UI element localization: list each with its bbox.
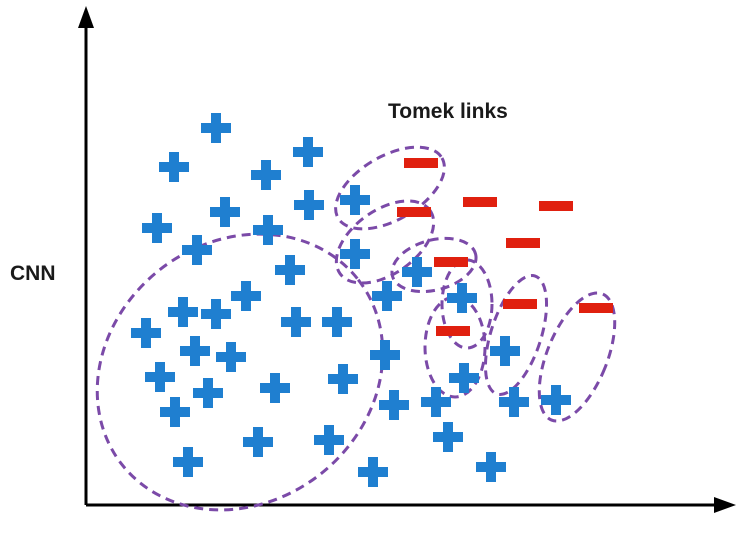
plus-marker	[490, 336, 520, 366]
minus-marker-group	[397, 158, 613, 336]
plus-marker	[182, 235, 212, 265]
plus-marker	[322, 307, 352, 337]
minus-marker	[434, 257, 468, 267]
plus-marker	[447, 283, 477, 313]
dashed-ellipse	[537, 291, 617, 423]
plus-marker	[201, 113, 231, 143]
plus-marker	[294, 190, 324, 220]
dashed-ellipse	[95, 232, 385, 512]
plus-marker	[201, 299, 231, 329]
dashed-ellipse	[334, 145, 446, 231]
y-axis-arrowhead	[78, 6, 94, 28]
plus-marker	[340, 185, 370, 215]
plus-marker	[358, 457, 388, 487]
plus-marker	[193, 378, 223, 408]
minus-marker	[579, 303, 613, 313]
plus-marker	[160, 397, 190, 427]
plus-marker	[372, 281, 402, 311]
plus-marker	[476, 452, 506, 482]
plus-marker	[328, 364, 358, 394]
tomek-links-label: Tomek links	[388, 100, 508, 123]
plus-marker	[159, 152, 189, 182]
minus-marker	[503, 299, 537, 309]
minus-marker	[397, 207, 431, 217]
axes	[78, 6, 736, 513]
plus-marker	[433, 422, 463, 452]
plus-marker	[251, 160, 281, 190]
plus-marker	[275, 255, 305, 285]
plus-marker	[541, 385, 571, 415]
plus-marker	[281, 307, 311, 337]
ellipse-group	[95, 145, 617, 512]
plus-marker	[293, 137, 323, 167]
plus-marker	[231, 281, 261, 311]
dashed-ellipse	[483, 274, 549, 396]
x-axis-arrowhead	[714, 497, 736, 513]
plus-marker	[243, 427, 273, 457]
plus-marker	[253, 215, 283, 245]
minus-marker	[506, 238, 540, 248]
plus-marker	[260, 373, 290, 403]
plus-marker	[216, 342, 246, 372]
plus-marker	[142, 213, 172, 243]
plus-marker	[379, 390, 409, 420]
plus-marker	[340, 239, 370, 269]
minus-marker	[539, 201, 573, 211]
plus-marker	[499, 387, 529, 417]
plus-marker	[370, 340, 400, 370]
y-axis-label: CNN	[10, 262, 56, 285]
plus-marker	[210, 197, 240, 227]
plus-marker	[180, 336, 210, 366]
plus-marker	[168, 297, 198, 327]
plus-marker	[314, 425, 344, 455]
plus-marker	[145, 362, 175, 392]
plus-marker	[449, 363, 479, 393]
minus-marker	[404, 158, 438, 168]
plus-marker-group	[131, 113, 571, 487]
plus-marker	[173, 447, 203, 477]
plus-marker	[421, 387, 451, 417]
plus-marker	[131, 318, 161, 348]
dashed-ellipse	[423, 295, 487, 399]
minus-marker	[436, 326, 470, 336]
dashed-ellipse	[390, 236, 478, 294]
plus-marker	[402, 257, 432, 287]
minus-marker	[463, 197, 497, 207]
